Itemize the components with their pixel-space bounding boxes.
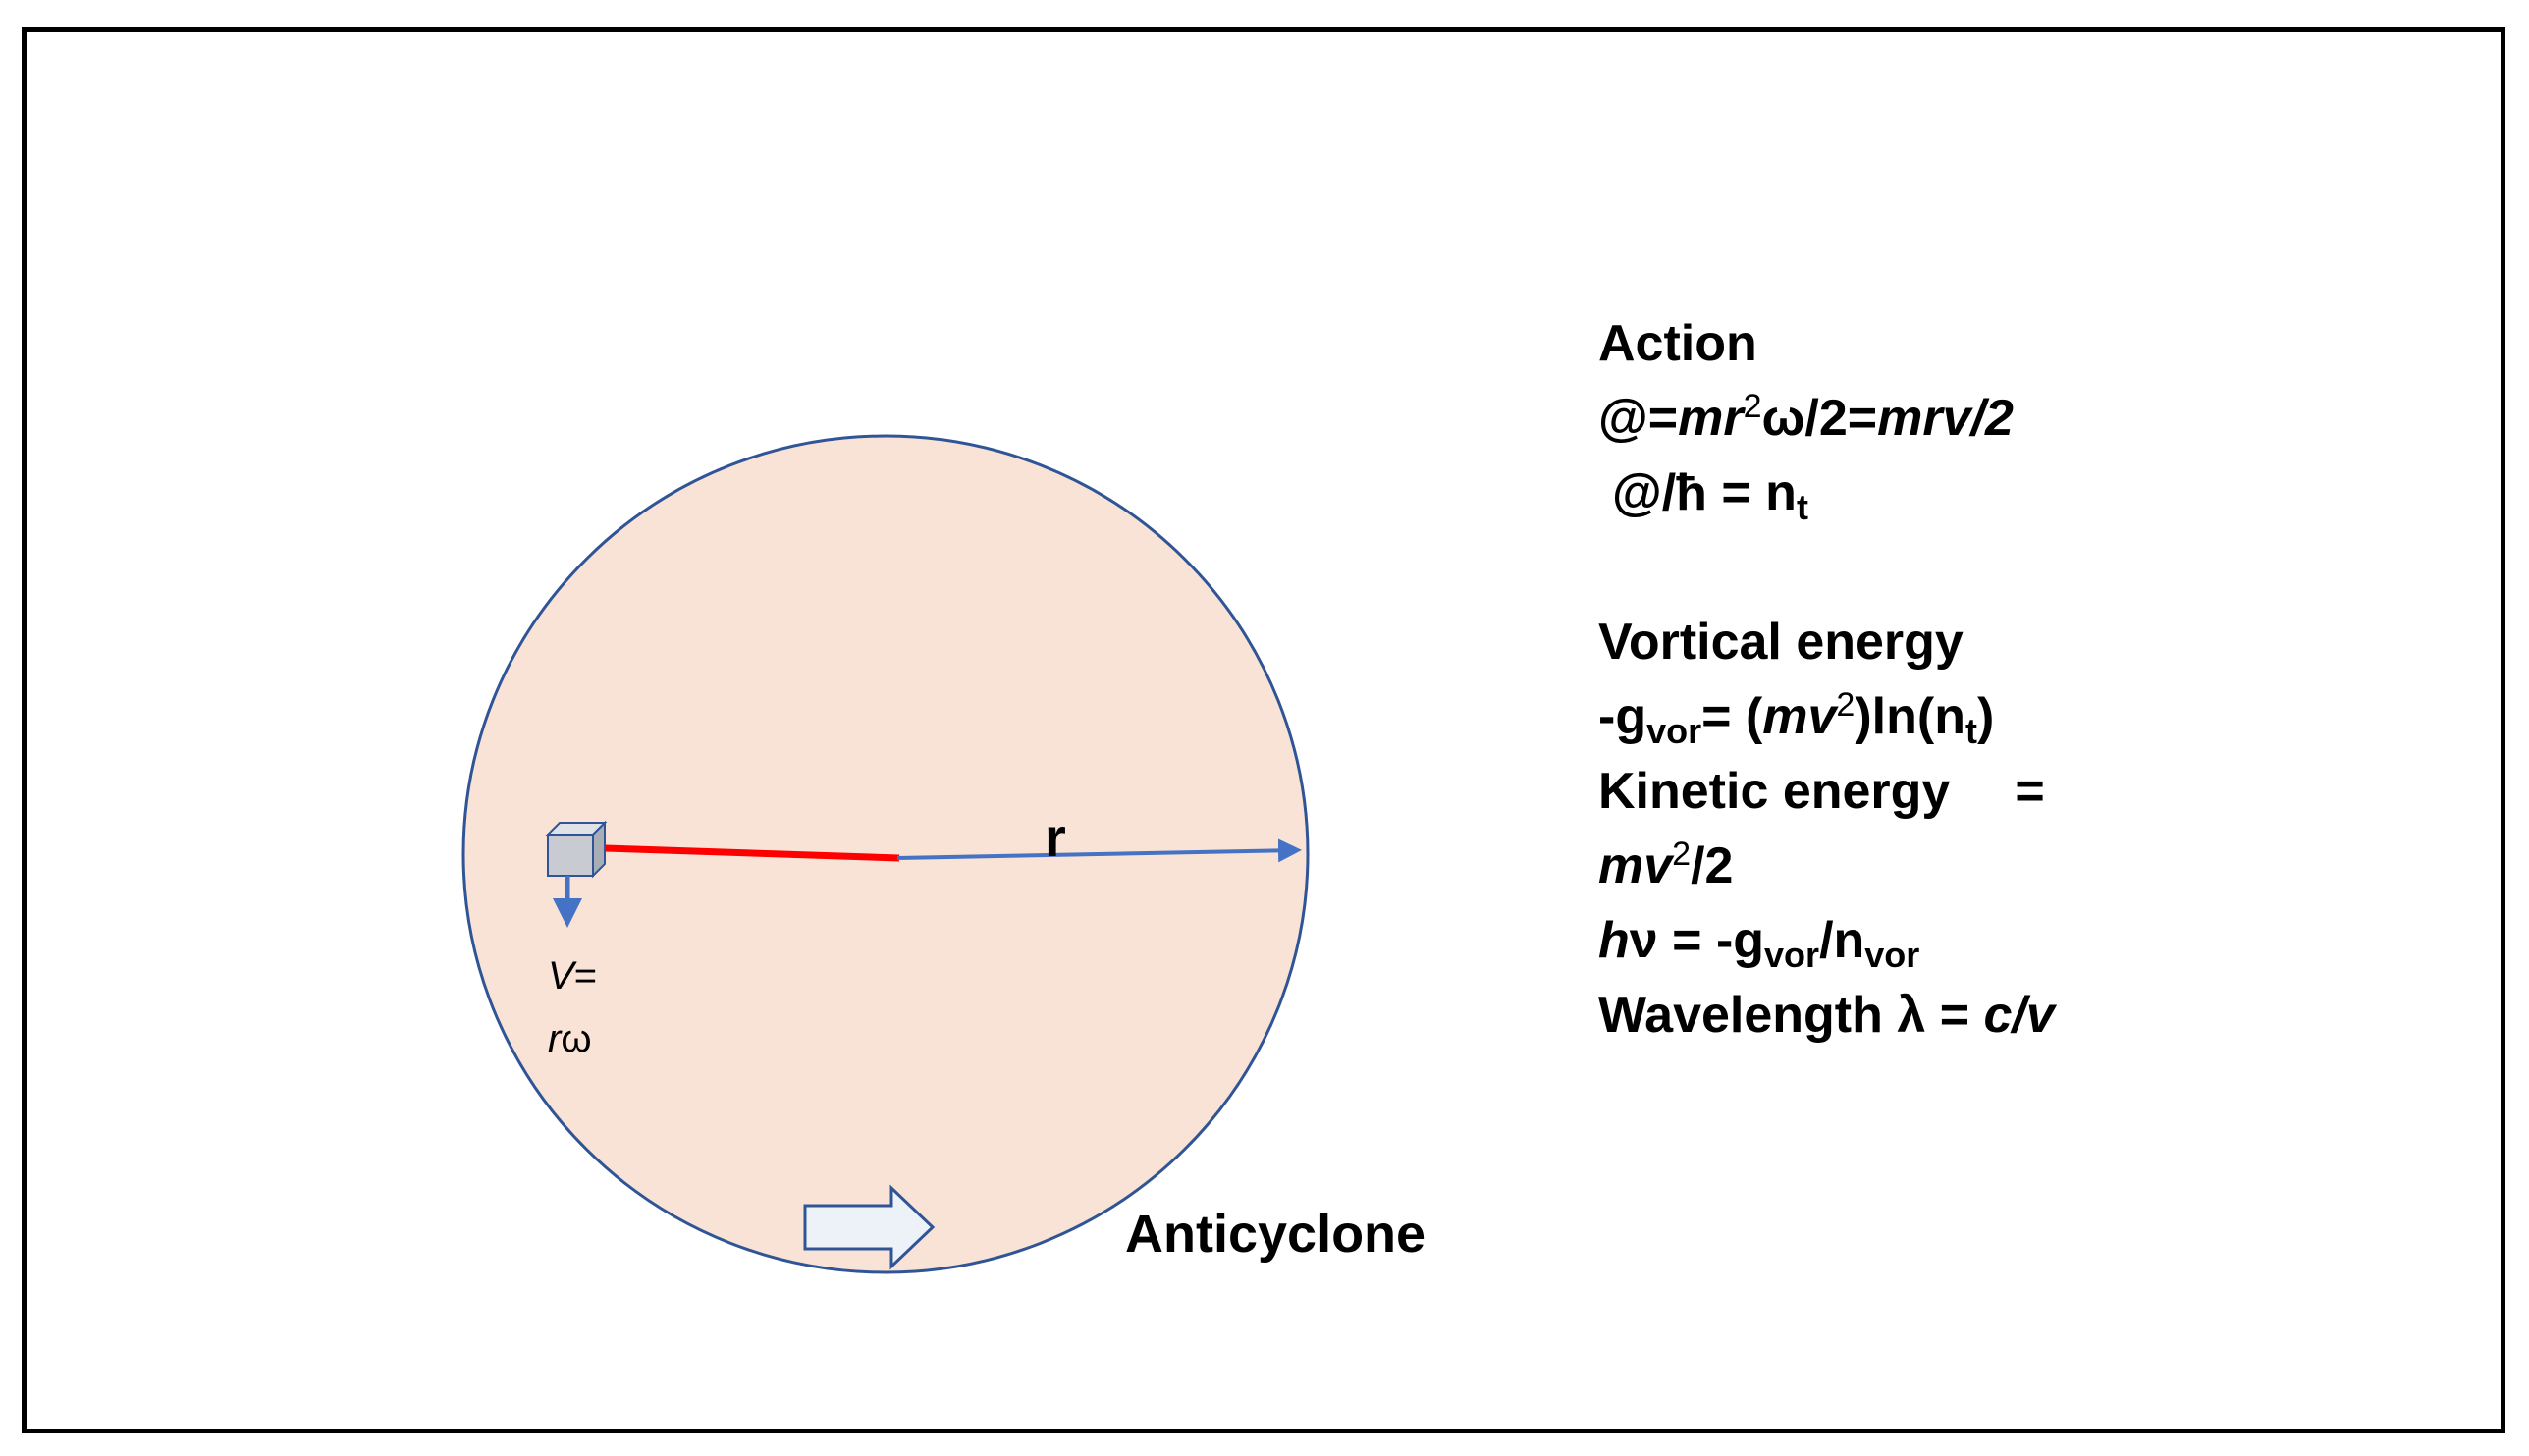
- velocity-label-line2: rω: [548, 1017, 592, 1060]
- mass-cube-icon: [545, 820, 608, 879]
- vortical-energy-title: Vortical energy: [1598, 614, 1964, 671]
- action-equation: @=mr2ω/2=mrv/2: [1598, 388, 2014, 447]
- wavelength-equation: Wavelength λ = c/v: [1598, 987, 2055, 1044]
- quantization-equation: @/ħ = nt: [1612, 464, 1808, 527]
- action-title: Action: [1598, 315, 1757, 372]
- radius-red-segment: [604, 844, 900, 862]
- kinetic-energy-equation: mv2/2: [1598, 836, 1734, 894]
- radius-arrow: [896, 838, 1302, 863]
- velocity-label: V= rω: [548, 944, 597, 1070]
- velocity-label-line1: V=: [548, 954, 598, 998]
- diagram-frame: [22, 27, 2505, 1433]
- photon-energy-equation: hν = -gvor/nvor: [1598, 912, 1920, 975]
- vortical-energy-equation: -gvor= (mv2)ln(nt): [1598, 686, 1995, 751]
- right-arrow-icon: [803, 1184, 936, 1270]
- equations-panel: Action @=mr2ω/2=mrv/2 @/ħ = nt Vortical …: [1598, 306, 2055, 1052]
- anticyclone-disk: [461, 434, 1310, 1274]
- anticyclone-label: Anticyclone: [1125, 1205, 1426, 1264]
- radius-label: r: [1045, 806, 1066, 868]
- kinetic-energy-title: Kinetic energy=: [1598, 763, 2045, 820]
